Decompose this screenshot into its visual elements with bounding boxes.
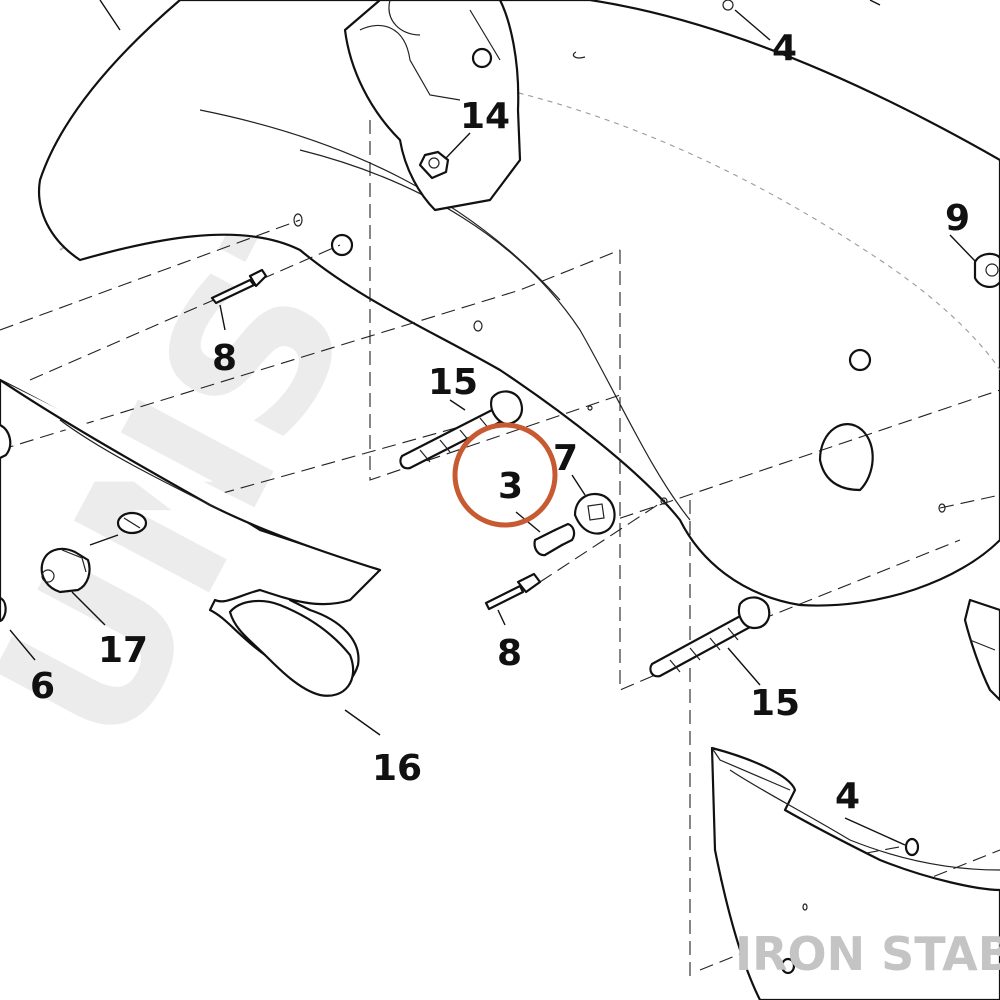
callout-17: 17 <box>98 630 148 671</box>
callout-4-lower: 4 <box>835 776 860 817</box>
callout-4-top: 4 <box>772 28 797 69</box>
callout-3: 3 <box>498 466 523 507</box>
callout-14: 14 <box>460 96 510 137</box>
part-8-rivet-lower <box>484 572 542 611</box>
callout-16: 16 <box>372 748 422 789</box>
part-6-nut <box>0 596 7 623</box>
callout-15-lower: 15 <box>750 683 800 724</box>
callout-9: 9 <box>945 198 970 239</box>
part-8-rivet-upper <box>210 268 268 305</box>
right-edge-bracket <box>963 598 1000 702</box>
callout-15-upper: 15 <box>428 362 478 403</box>
part-15-bolt-upper <box>399 390 524 470</box>
part-3-highlight-ring <box>452 422 558 528</box>
part-9-grommet <box>973 252 1000 288</box>
callout-8-lower: 8 <box>497 633 522 674</box>
part-16-side-cover <box>0 378 382 697</box>
lower-right-panel <box>710 746 1000 1000</box>
part-14-nut <box>418 150 450 180</box>
part-15-bolt-lower <box>649 596 771 678</box>
part-7-washer <box>573 492 616 535</box>
rear-fender <box>38 0 1000 607</box>
brand-logo-text: IRON STABLE <box>735 927 1000 981</box>
callout-8-upper: 8 <box>212 338 237 379</box>
callout-6: 6 <box>30 666 55 707</box>
upper-bracket <box>343 0 522 212</box>
leader-lines <box>9 0 977 846</box>
callout-7: 7 <box>553 438 578 479</box>
part-17-bushing <box>40 547 91 594</box>
part-3-bolt <box>533 522 576 557</box>
